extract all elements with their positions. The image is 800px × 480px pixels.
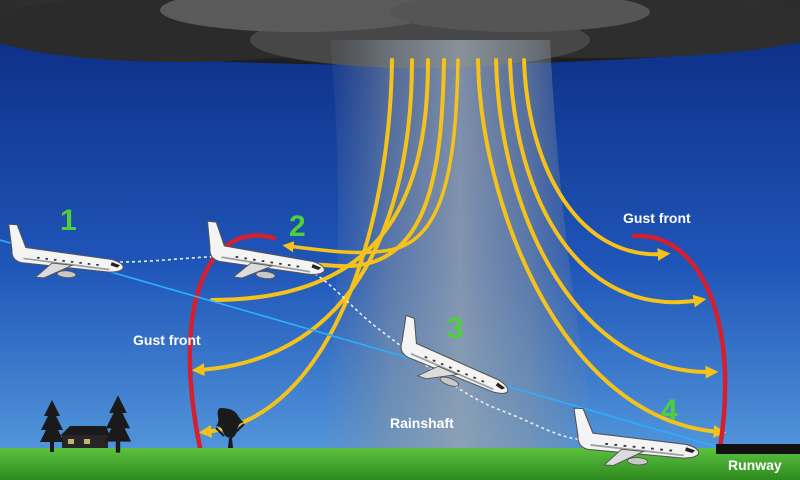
step-number-4: 4 [661, 394, 678, 427]
gust-front-label-left: Gust front [133, 332, 201, 348]
glide-path [0, 239, 729, 451]
step-number-1: 1 [60, 204, 77, 237]
tree-icon [215, 408, 245, 448]
storm-cloud [0, 0, 800, 68]
step-number-3: 3 [447, 312, 464, 345]
gust-front-label-right: Gust front [623, 210, 691, 226]
rainshaft-haze [320, 40, 600, 455]
rainshaft-label: Rainshaft [390, 415, 454, 431]
runway-strip [716, 444, 800, 454]
runway-label: Runway [728, 457, 782, 473]
gust-front-lines [187, 233, 728, 451]
step-number-2: 2 [289, 210, 306, 243]
downdraft-arrows [191, 58, 727, 438]
house-icon [60, 426, 110, 448]
